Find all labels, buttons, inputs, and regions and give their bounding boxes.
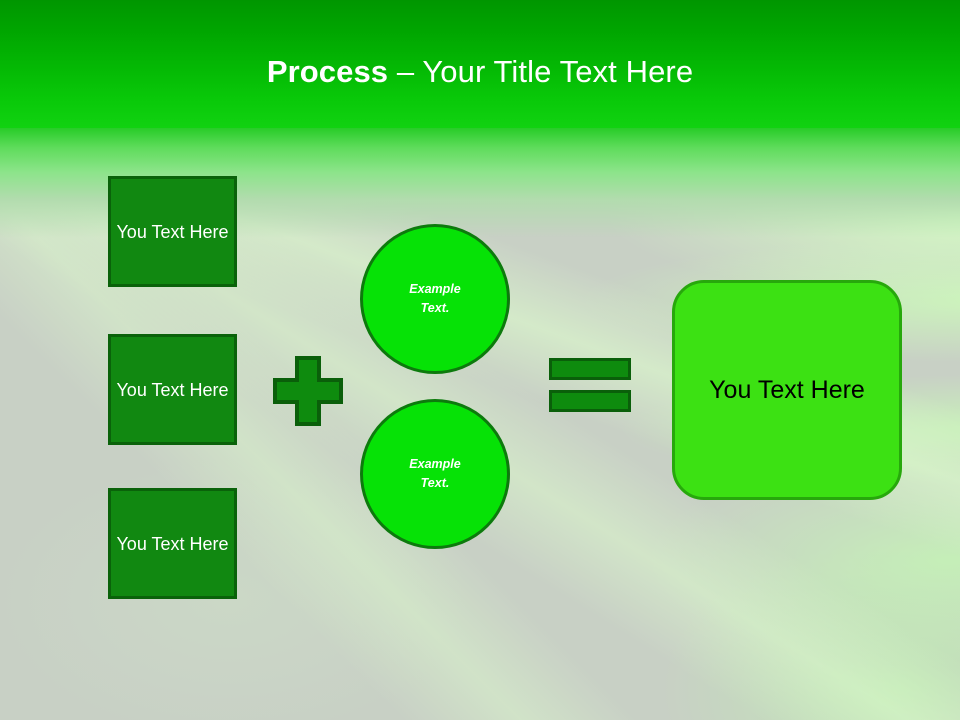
page-title-strong: Process <box>266 54 389 89</box>
input-box-3[interactable]: You Text Here <box>108 488 237 599</box>
equals-icon <box>549 358 631 412</box>
result-box-label: You Text Here <box>709 376 865 404</box>
input-box-1[interactable]: You Text Here <box>108 176 237 287</box>
input-box-1-label: You Text Here <box>116 221 229 242</box>
plus-icon <box>273 356 343 426</box>
equals-icon-bar-top <box>549 358 631 380</box>
title-banner: Process – Your Title Text Here <box>0 0 960 128</box>
example-circle-1-line1: Example <box>409 282 461 296</box>
input-box-2[interactable]: You Text Here <box>108 334 237 445</box>
input-box-2-label: You Text Here <box>116 379 229 400</box>
input-box-3-label: You Text Here <box>116 533 229 554</box>
page-title-light: – Your Title Text Here <box>388 54 694 89</box>
result-box[interactable]: You Text Here <box>672 280 902 500</box>
equals-icon-bar-bottom <box>549 390 631 412</box>
page-title: Process – Your Title Text Here <box>0 52 960 92</box>
example-circle-2-line1: Example <box>409 457 461 471</box>
example-circle-1-line2: Text. <box>420 301 450 315</box>
example-circle-2-line2: Text. <box>420 476 450 490</box>
